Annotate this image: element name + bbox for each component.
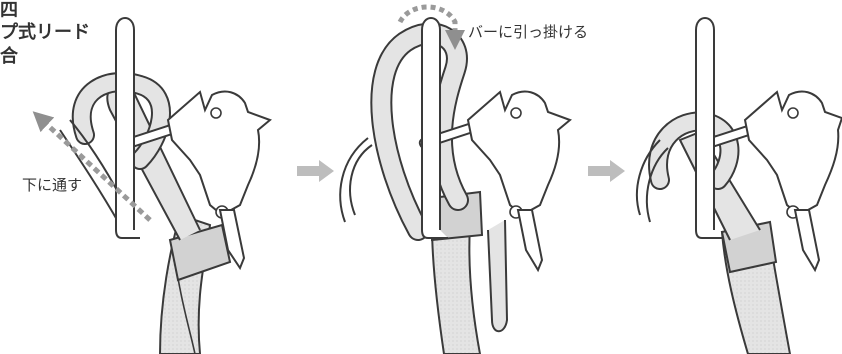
title-line-2: プ式リード	[0, 22, 90, 43]
circular-arrow-icon	[397, 4, 465, 50]
panel-step-3	[636, 17, 842, 354]
guide-dotted-arrow	[32, 111, 152, 222]
title-line-1: 四	[0, 0, 18, 21]
panel-step-2	[339, 4, 572, 354]
step-2-label: バーに引っ掛ける	[468, 23, 589, 41]
step-1-label: 下に通す	[22, 176, 83, 194]
lever	[218, 209, 246, 271]
hook	[115, 17, 140, 239]
panel-step-1	[32, 17, 272, 354]
right-arrow-icon	[297, 160, 334, 182]
title-line-3: 合	[0, 46, 18, 67]
right-arrow-icon	[588, 160, 625, 182]
rope-sleeve	[168, 223, 232, 282]
